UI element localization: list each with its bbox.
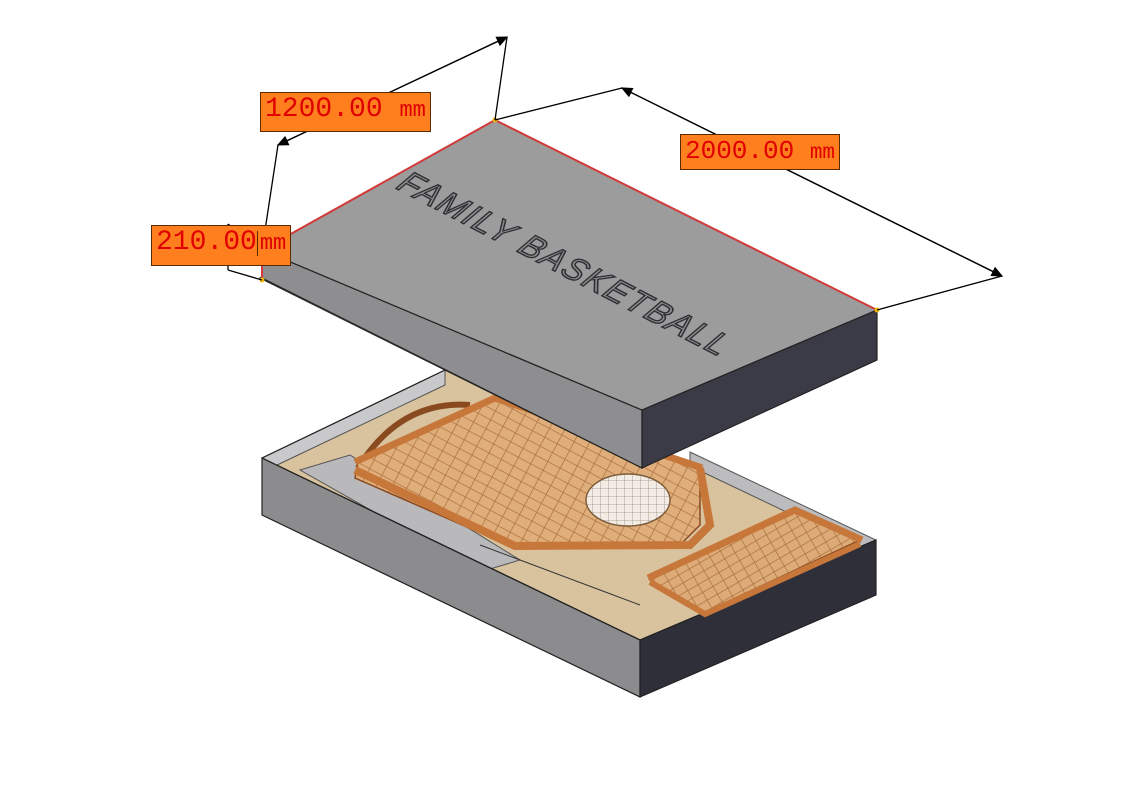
dimension-unit-length: mm [809, 142, 836, 165]
dimension-label-width[interactable]: 1200.00 mm [260, 92, 431, 132]
dimension-value-width: 1200.00 [265, 94, 383, 125]
dimension-lines [227, 36, 1004, 311]
main-court-rail-front [353, 466, 715, 551]
dimension-unit-width: mm [399, 98, 426, 123]
dimension-value-height: 210.00 [156, 227, 257, 258]
lid-side-face [641, 309, 878, 469]
basketball-court [353, 394, 864, 618]
dimension-value-length: 2000.00 [685, 136, 795, 166]
dimension-unit-height: mm [256, 231, 287, 256]
dimension-label-length[interactable]: 2000.00 mm [680, 134, 841, 170]
side-court-rail [646, 506, 864, 582]
center-net [585, 473, 671, 527]
base-mechanism-dark [479, 544, 641, 606]
